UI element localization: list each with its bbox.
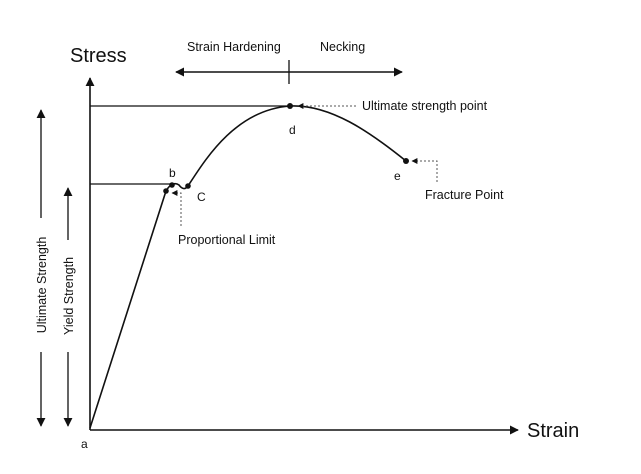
proportional-limit-marker <box>163 188 169 194</box>
ultimate-strength-point-label: Ultimate strength point <box>362 99 488 113</box>
strain-hardening-label: Strain Hardening <box>187 40 281 54</box>
point-d-label: d <box>289 123 296 137</box>
stress-strain-curve <box>89 105 407 429</box>
necking-label: Necking <box>320 40 365 54</box>
y-axis-title: Stress <box>70 45 127 67</box>
point-b-label: b <box>169 166 176 180</box>
point-c-marker <box>185 183 191 189</box>
proportional-limit-label: Proportional Limit <box>178 233 276 247</box>
point-b-marker <box>169 182 175 188</box>
point-markers <box>163 103 409 194</box>
fracture-point-leader <box>411 158 438 182</box>
yield-strength-label: Yield Strength <box>62 257 76 335</box>
point-e-marker <box>403 158 409 164</box>
fracture-point-label: Fracture Point <box>425 188 504 202</box>
ultimate-strength-label: Ultimate Strength <box>35 237 49 334</box>
x-axis-title: Strain <box>527 420 579 442</box>
point-d-marker <box>287 103 293 109</box>
point-c-label: C <box>197 190 206 204</box>
point-e-label: e <box>394 169 401 183</box>
proportional-limit-leader <box>171 190 182 226</box>
origin-label: a <box>81 437 88 451</box>
